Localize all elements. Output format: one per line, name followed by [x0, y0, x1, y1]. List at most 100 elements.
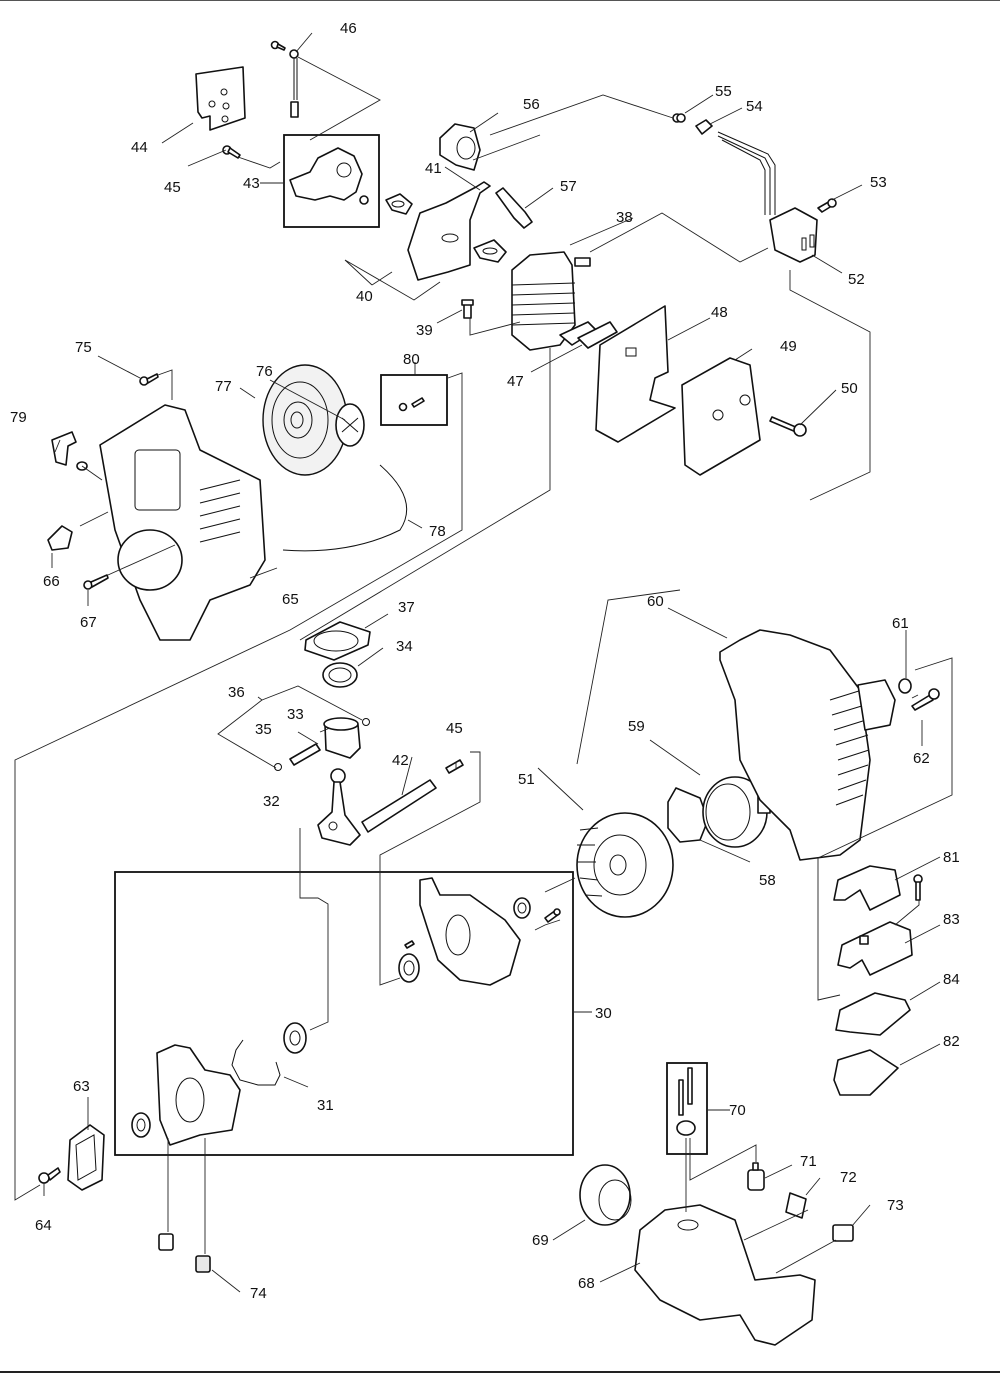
fuel-cap-69[interactable]: [579, 1164, 632, 1226]
label-77[interactable]: 77: [215, 378, 232, 395]
seal-ring-34[interactable]: [322, 662, 358, 688]
label-74[interactable]: 74: [250, 1285, 267, 1302]
flywheel-51[interactable]: [576, 812, 674, 918]
label-48[interactable]: 48: [711, 304, 728, 321]
screw-67[interactable]: [83, 574, 109, 590]
clamp-84[interactable]: [835, 992, 911, 1036]
label-82[interactable]: 82: [943, 1033, 960, 1050]
label-71[interactable]: 71: [800, 1153, 817, 1170]
clutch-58[interactable]: [667, 787, 709, 843]
label-72[interactable]: 72: [840, 1169, 857, 1186]
label-80[interactable]: 80: [403, 351, 420, 368]
label-60[interactable]: 60: [647, 593, 664, 610]
label-70[interactable]: 70: [729, 1102, 746, 1119]
label-30[interactable]: 30: [595, 1005, 612, 1022]
bolt-83[interactable]: [913, 874, 923, 901]
cover-63[interactable]: [67, 1124, 105, 1191]
piston-pin-35[interactable]: [289, 743, 321, 766]
label-53[interactable]: 53: [870, 174, 887, 191]
label-73[interactable]: 73: [887, 1197, 904, 1214]
label-34[interactable]: 34: [396, 638, 413, 655]
primer-bulb-66[interactable]: [47, 525, 73, 551]
ignition-coil-52[interactable]: [717, 131, 818, 263]
label-69[interactable]: 69: [532, 1232, 549, 1249]
label-45-top[interactable]: 45: [164, 179, 181, 196]
label-39[interactable]: 39: [416, 322, 433, 339]
fuel-tank-68[interactable]: [634, 1204, 816, 1346]
cylinder-gasket-37[interactable]: [304, 621, 371, 661]
gasket-40b[interactable]: [473, 239, 507, 263]
label-65[interactable]: 65: [282, 591, 299, 608]
gasket-31[interactable]: [231, 1039, 281, 1086]
screw-75[interactable]: [139, 373, 159, 386]
gasket-54[interactable]: [695, 119, 713, 135]
label-44[interactable]: 44: [131, 139, 148, 156]
label-35[interactable]: 35: [255, 721, 272, 738]
label-52[interactable]: 52: [848, 271, 865, 288]
label-43[interactable]: 43: [243, 175, 260, 192]
piston-33[interactable]: [323, 717, 361, 759]
label-54[interactable]: 54: [746, 98, 763, 115]
label-61[interactable]: 61: [892, 615, 909, 632]
starter-rope-78[interactable]: [282, 464, 408, 552]
air-filter-56[interactable]: [439, 123, 481, 171]
bolt-62[interactable]: [911, 688, 940, 711]
screw-53[interactable]: [817, 198, 837, 213]
bolt-50[interactable]: [769, 416, 807, 437]
fuel-filter-71[interactable]: [747, 1162, 765, 1191]
pin-45[interactable]: [445, 759, 464, 774]
circlip-36b[interactable]: [274, 763, 282, 771]
label-36[interactable]: 36: [228, 684, 245, 701]
label-55[interactable]: 55: [715, 83, 732, 100]
ground-wire-46[interactable]: [270, 40, 299, 118]
muffler-49[interactable]: [681, 357, 761, 476]
label-51[interactable]: 51: [518, 771, 535, 788]
starter-pulley-76[interactable]: [335, 403, 365, 447]
label-83[interactable]: 83: [943, 911, 960, 928]
label-37[interactable]: 37: [398, 599, 415, 616]
crankshaft-42[interactable]: [361, 779, 437, 833]
insulator-plate-41[interactable]: [407, 181, 491, 281]
screw-39[interactable]: [461, 299, 474, 319]
crankcase-kit-box-30[interactable]: [114, 871, 574, 1156]
label-47[interactable]: 47: [507, 373, 524, 390]
cylinder-38[interactable]: [511, 251, 591, 351]
clamp-81[interactable]: [833, 865, 901, 911]
gasket-72[interactable]: [785, 1192, 807, 1219]
label-79[interactable]: 79: [10, 409, 27, 426]
label-57[interactable]: 57: [560, 178, 577, 195]
label-64[interactable]: 64: [35, 1217, 52, 1234]
label-66[interactable]: 66: [43, 573, 60, 590]
label-63[interactable]: 63: [73, 1078, 90, 1095]
screw-45[interactable]: [222, 145, 241, 159]
gasket-40a[interactable]: [385, 193, 413, 215]
label-81[interactable]: 81: [943, 849, 960, 866]
clamp-83[interactable]: [837, 921, 913, 976]
label-58[interactable]: 58: [759, 872, 776, 889]
connecting-rod-32[interactable]: [317, 768, 361, 846]
heat-shield-48[interactable]: [595, 305, 676, 443]
ring-61[interactable]: [898, 678, 912, 694]
label-42[interactable]: 42: [392, 752, 409, 769]
label-50[interactable]: 50: [841, 380, 858, 397]
plate-44[interactable]: [195, 66, 246, 131]
label-45-mid[interactable]: 45: [446, 720, 463, 737]
label-49[interactable]: 49: [780, 338, 797, 355]
label-68[interactable]: 68: [578, 1275, 595, 1292]
label-32[interactable]: 32: [263, 793, 280, 810]
label-46[interactable]: 46: [340, 20, 357, 37]
label-62[interactable]: 62: [913, 750, 930, 767]
gasket-73[interactable]: [832, 1224, 854, 1242]
label-56[interactable]: 56: [523, 96, 540, 113]
label-67[interactable]: 67: [80, 614, 97, 631]
starter-handle-79[interactable]: [51, 431, 88, 471]
clip-55[interactable]: [672, 113, 686, 123]
label-84[interactable]: 84: [943, 971, 960, 988]
fuel-pipe-kit-box-70[interactable]: [666, 1062, 708, 1155]
carburetor-kit-box-43[interactable]: [283, 134, 380, 228]
damper-74a[interactable]: [158, 1233, 174, 1251]
label-33[interactable]: 33: [287, 706, 304, 723]
label-75[interactable]: 75: [75, 339, 92, 356]
label-41[interactable]: 41: [425, 160, 442, 177]
circlip-36a[interactable]: [362, 718, 370, 726]
